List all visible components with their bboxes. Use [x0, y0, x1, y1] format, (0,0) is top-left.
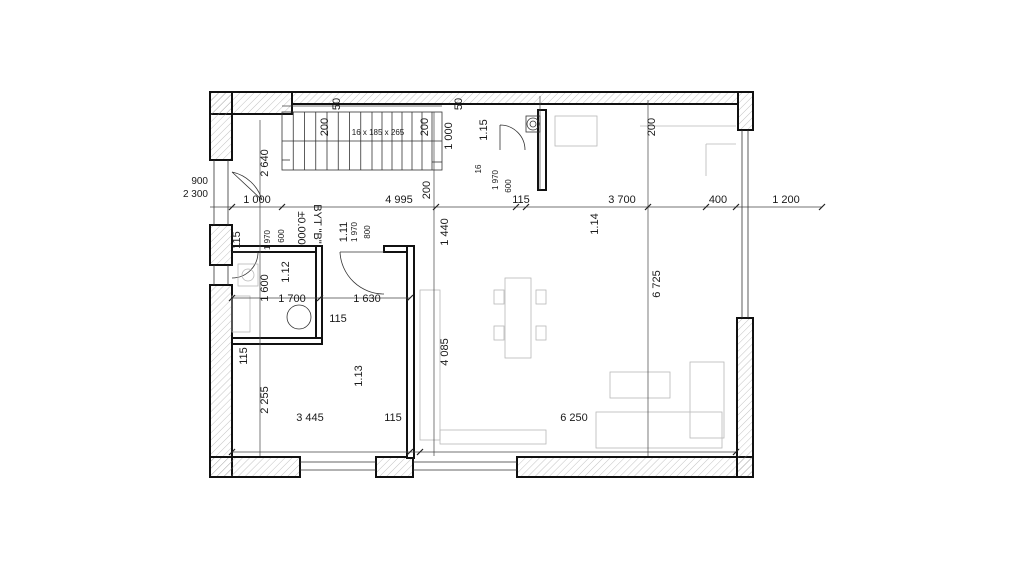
- dim-600-c: 600: [504, 179, 513, 193]
- dimension-tick: [406, 448, 414, 456]
- dim-4995: 4 995: [385, 194, 413, 206]
- dim-2640: 2 640: [259, 149, 271, 177]
- dimension-tick: [228, 294, 236, 302]
- dim-1000-row: 1 000: [243, 194, 271, 206]
- entrance-door-swing: [231, 171, 263, 201]
- sofa: [689, 361, 725, 439]
- outer-walls: [209, 91, 754, 478]
- wc-door-swing: [499, 124, 526, 151]
- dimension-tick: [228, 448, 236, 456]
- dim-1700: 1 700: [278, 293, 306, 305]
- dim-115-row: 115: [512, 194, 530, 206]
- dim-200-right: 200: [646, 118, 658, 136]
- dim-1970-c: 1 970: [491, 169, 500, 190]
- dimension-tick: [228, 203, 236, 211]
- room-1-14: 1.14: [589, 213, 601, 234]
- wall-bottom-middle: [375, 456, 414, 478]
- wall-bath-top: [231, 245, 321, 253]
- dim-115-mid: 115: [329, 313, 347, 325]
- entrance-level: ±0.000: [295, 211, 307, 245]
- dim-115-wall: 115: [231, 231, 243, 249]
- dimension-tick: [702, 203, 710, 211]
- dim-50-b: 50: [453, 98, 465, 110]
- wall-bath-right: [315, 245, 323, 343]
- interior-walls: [231, 109, 547, 459]
- dim-1440: 1 440: [439, 218, 451, 246]
- stair-spec: 16 x 185 x 265: [352, 128, 405, 137]
- dim-4085: 4 085: [439, 338, 451, 366]
- dimension-tick: [732, 203, 740, 211]
- toilet-icon: [526, 117, 540, 131]
- wall-wc-right: [537, 109, 547, 191]
- dim-200-stair-2: 200: [419, 118, 431, 136]
- dim-115-bottom: 115: [384, 412, 402, 424]
- dimension-tick: [818, 203, 826, 211]
- dim-1600: 1 600: [259, 274, 271, 302]
- wall-top-center: [291, 91, 739, 105]
- dim-900: 900: [191, 176, 208, 187]
- doors: [231, 124, 526, 295]
- wall-left-middle: [209, 224, 233, 266]
- stair-step-count: 16: [474, 164, 483, 173]
- staircase: [281, 111, 443, 171]
- dim-1970-b: 1 970: [350, 221, 359, 242]
- dimension-tick: [416, 448, 424, 456]
- room-1-15: 1.15: [478, 119, 490, 140]
- dimension-tick: [644, 203, 652, 211]
- entrance-name: BYT "B": [311, 204, 323, 243]
- dim-2255: 2 255: [259, 386, 271, 414]
- dim-6250: 6 250: [560, 412, 588, 424]
- furniture: [231, 115, 736, 449]
- boiler-icon: [286, 304, 312, 330]
- room-1-12: 1.12: [280, 261, 292, 282]
- dining-table: [504, 277, 532, 359]
- dim-3700: 3 700: [608, 194, 636, 206]
- dimension-tick: [522, 203, 530, 211]
- dim-50-a: 50: [331, 98, 343, 110]
- dim-200-mid: 200: [421, 181, 433, 199]
- dim-2300: 2 300: [183, 189, 208, 200]
- dim-600-a: 600: [277, 229, 286, 243]
- bath-door-swing: [231, 251, 259, 279]
- dim-200-stair-1: 200: [319, 118, 331, 136]
- dim-1000-stair: 1 000: [443, 122, 455, 150]
- windows: [213, 130, 749, 471]
- wall-bottom-left: [209, 456, 301, 478]
- dim-800: 800: [363, 225, 372, 239]
- dim-1970-a: 1 970: [263, 229, 272, 250]
- dimension-tick: [732, 448, 740, 456]
- wall-bath-bottom: [231, 337, 323, 345]
- room-1-11: 1.11: [338, 222, 350, 243]
- dimension-lines: [210, 96, 826, 456]
- dim-1200: 1 200: [772, 194, 800, 206]
- dimension-tick: [316, 294, 324, 302]
- wall-left-lower: [209, 284, 233, 478]
- wall-top-right: [737, 91, 754, 131]
- dim-1630: 1 630: [353, 293, 381, 305]
- room13-door-swing: [339, 251, 385, 295]
- dimension-tick: [278, 203, 286, 211]
- dim-115-left: 115: [238, 347, 250, 365]
- kitchen-counter: [419, 289, 441, 441]
- wall-room13-right: [406, 245, 415, 459]
- dim-3445: 3 445: [296, 412, 324, 424]
- dim-400: 400: [709, 194, 727, 206]
- coffee-table: [609, 371, 671, 399]
- wall-left-upper: [209, 91, 233, 161]
- room-1-13: 1.13: [353, 365, 365, 386]
- dimension-tick: [512, 203, 520, 211]
- dimension-tick: [432, 203, 440, 211]
- wall-bottom-right: [516, 456, 754, 478]
- dim-6725: 6 725: [651, 270, 663, 298]
- wall-right-lower: [736, 317, 754, 478]
- labels: 50 50 200 16 x 185 x 265 200 1 000 1.15 …: [183, 98, 800, 424]
- dimension-tick: [406, 294, 414, 302]
